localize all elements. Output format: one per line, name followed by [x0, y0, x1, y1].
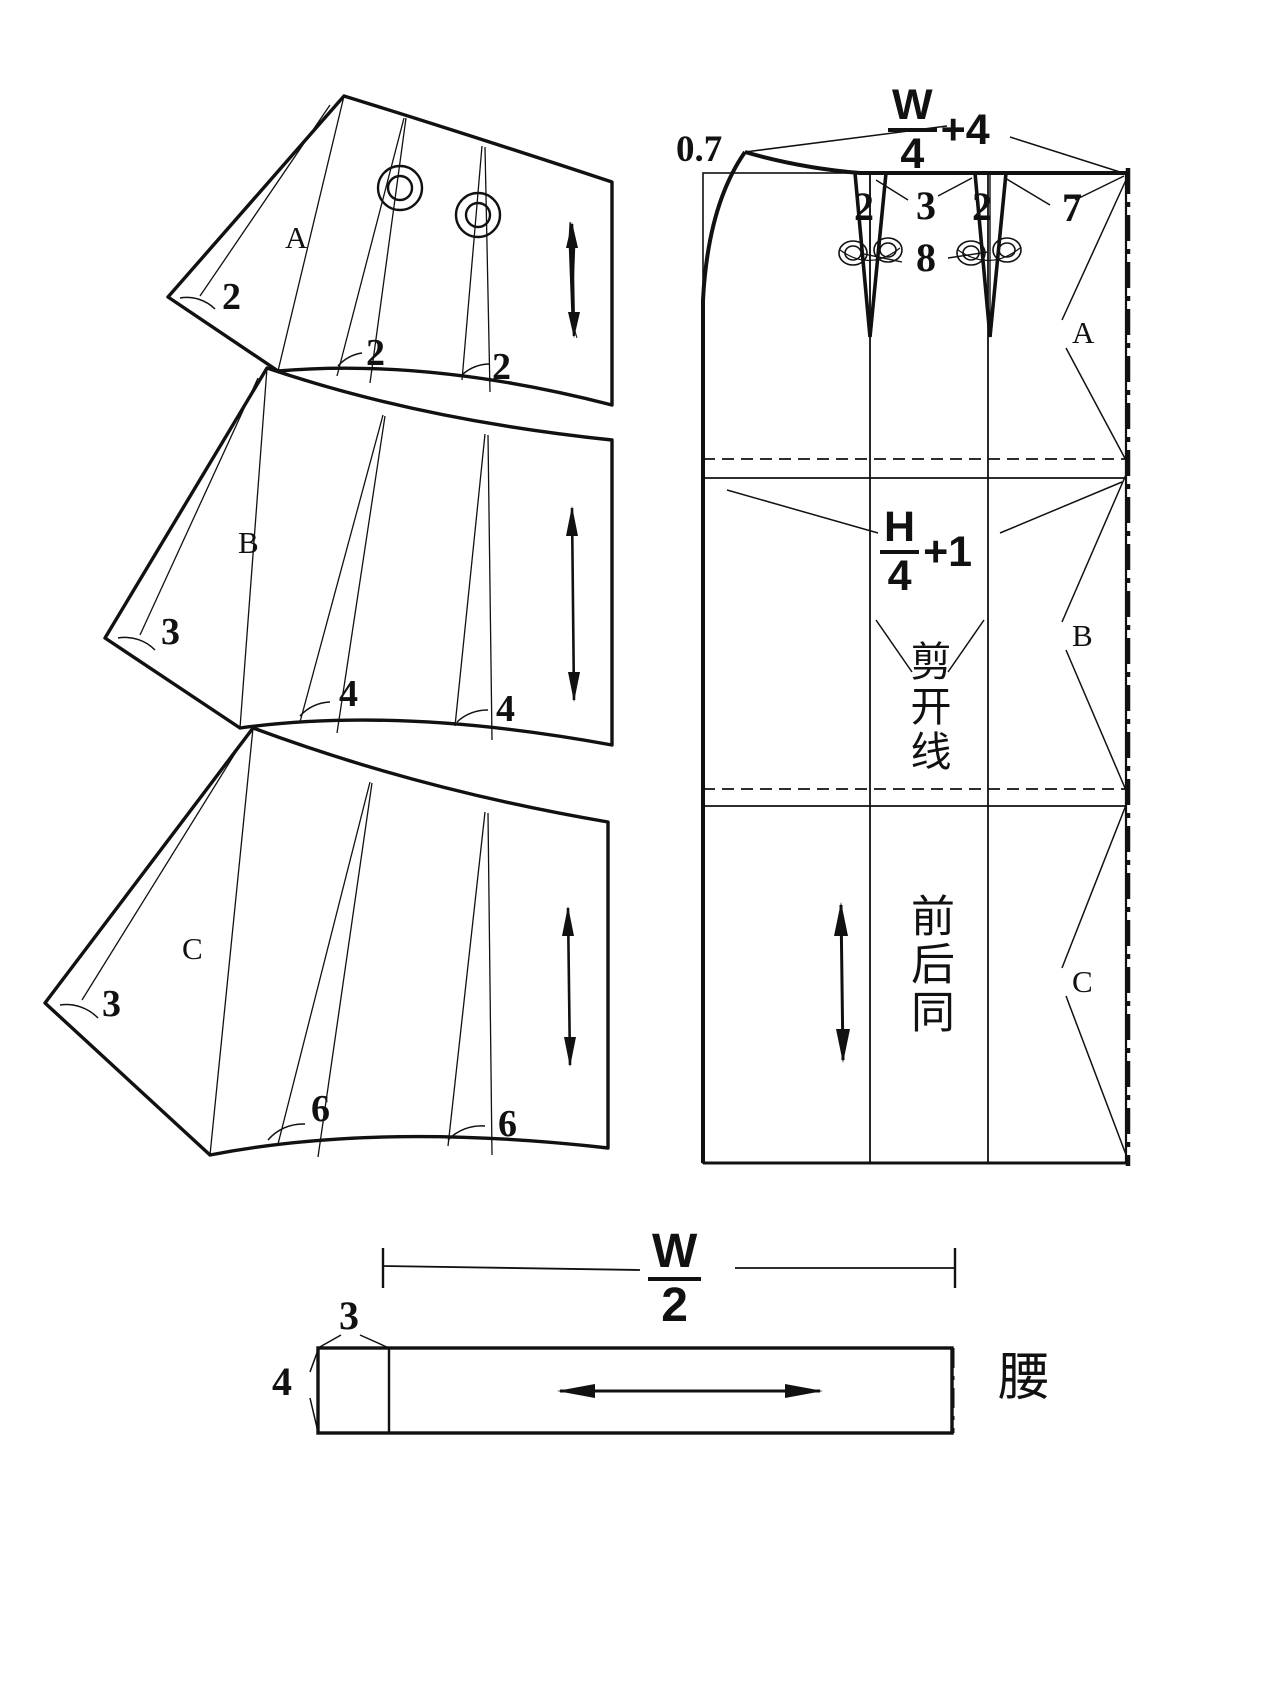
waist-formula: W 4 +4	[888, 84, 990, 176]
panel-b-letter: B	[238, 525, 259, 560]
hip-formula-bar	[880, 550, 920, 554]
panel-a-angle-2: 2	[366, 332, 385, 374]
waist-ease-label: 0.7	[676, 129, 723, 170]
side-seam-label: 7	[1062, 185, 1082, 230]
waist-formula-bar	[888, 128, 937, 132]
panel-c-outline	[43, 726, 610, 1158]
hip-formula: H 4 +1	[880, 506, 972, 598]
waist-formula-numerator: W	[892, 81, 933, 129]
dart-depth-label: 8	[916, 235, 936, 280]
waist-formula-addend: +4	[940, 105, 990, 154]
same-front-back-label: 前后同	[903, 893, 954, 1037]
waistband-width-denominator: 2	[661, 1279, 688, 1332]
waistband-piece	[309, 1248, 957, 1435]
dart-eyelet-block-2	[873, 237, 903, 263]
panel-a-outline	[166, 94, 614, 407]
panel-b-outline	[103, 366, 614, 747]
waistband-width-numerator: W	[652, 1225, 698, 1278]
panel-a-angle-3: 2	[492, 346, 511, 388]
dart2-width-label: 2	[972, 184, 992, 229]
panel-a-letter: A	[285, 220, 308, 255]
panel-c-angle-2: 6	[311, 1088, 330, 1130]
panel-b-angle-3: 4	[496, 688, 515, 730]
waistband-extension-label: 3	[339, 1293, 359, 1338]
hip-formula-addend: +1	[923, 527, 973, 576]
panel-b-angle-2: 4	[339, 673, 358, 715]
panel-a-angle-1: 2	[222, 276, 241, 318]
block-section-b: B	[1072, 618, 1093, 653]
panel-b-angle-1: 3	[161, 611, 180, 653]
hip-formula-numerator: H	[884, 503, 916, 551]
dart-gap-label: 3	[916, 183, 936, 228]
dart1-width-label: 2	[854, 184, 874, 229]
panel-c-angle-3: 6	[498, 1103, 517, 1145]
hip-formula-denominator: 4	[887, 552, 912, 600]
dart-eyelet-a1	[376, 164, 424, 212]
waist-formula-denominator: 4	[900, 130, 925, 178]
waistband-width-bar	[648, 1277, 702, 1281]
dart-eyelet-block-4	[992, 237, 1022, 263]
panel-c-letter: C	[182, 931, 203, 966]
dart-eyelet-a2	[454, 191, 502, 239]
block-section-c: C	[1072, 964, 1093, 999]
waistband-height-label: 4	[272, 1359, 292, 1404]
cut-line-label: 剪开线	[903, 640, 951, 775]
waistband-width-formula: W 2	[648, 1225, 702, 1332]
panel-c-angle-1: 3	[102, 983, 121, 1025]
waistband-name-label: 腰	[998, 1348, 1051, 1408]
block-section-a: A	[1072, 315, 1095, 350]
